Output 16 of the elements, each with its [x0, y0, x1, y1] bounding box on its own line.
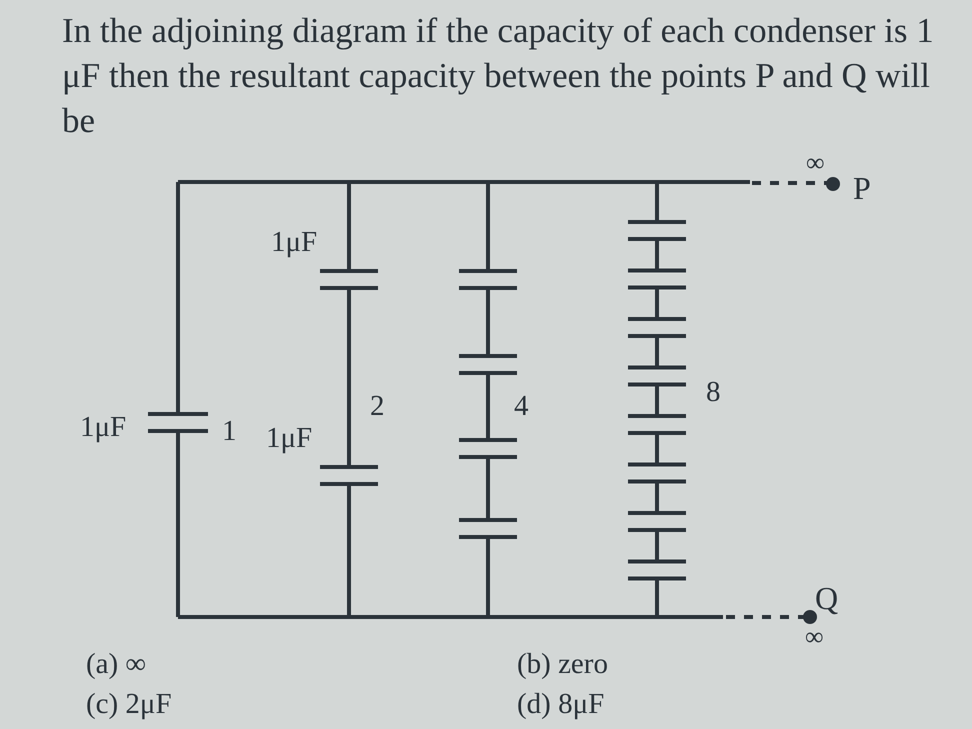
infinity-symbol: ∞: [806, 150, 825, 176]
answer-option: (d) 8μF: [517, 690, 604, 719]
capacitance-label: 1μF: [266, 424, 312, 453]
infinity-symbol: ∞: [805, 624, 824, 650]
branch-number: 2: [370, 392, 384, 421]
capacitance-label: 1μF: [80, 413, 126, 442]
branch-number: 4: [514, 392, 528, 421]
branch-number: 1: [222, 417, 236, 446]
terminal-label: Q: [815, 582, 838, 614]
capacitance-label: 1μF: [271, 228, 318, 257]
question-text: In the adjoining diagram if the capacity of each condenser is 1 μF then the resultant capacity between the points P and Q will be: [62, 10, 935, 142]
answer-option: (b) zero: [517, 650, 608, 679]
branch-number: 8: [706, 378, 720, 407]
answer-option: (a) ∞: [86, 650, 146, 679]
terminal-label: P: [853, 172, 871, 204]
answer-option: (c) 2μF: [86, 690, 172, 719]
